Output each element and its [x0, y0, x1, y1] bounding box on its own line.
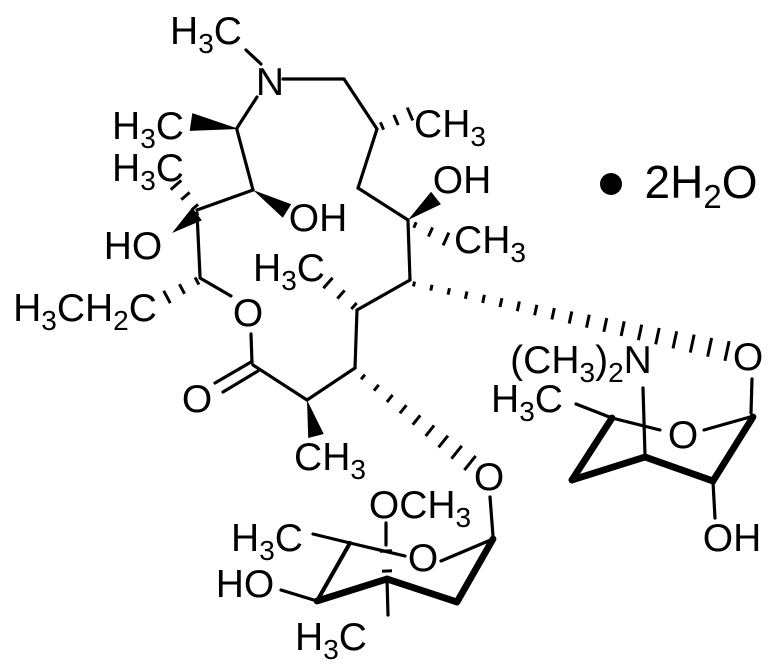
methyl-c6-label: CH3 — [454, 219, 526, 268]
desosamine-methyl-label: H3C — [491, 378, 563, 427]
cladinose-anomeric-oxygen-label: O — [474, 456, 504, 499]
cladinose-sugar-bond-10 — [311, 532, 352, 545]
n-methyl-label: H3C — [170, 10, 242, 59]
desosamine-sugar-bond-9 — [711, 480, 717, 520]
desosamine-sugar-bond-5 — [610, 416, 662, 432]
macrolide-ring-bond-15 — [244, 48, 263, 66]
desosamine-hydroxyl-label: OH — [703, 517, 762, 560]
cladinose-sugar-bond-3 — [313, 575, 391, 605]
hydroxyl-c11-label: OH — [289, 197, 348, 240]
macrolide-ring-bond-17 — [221, 369, 260, 394]
macrolide-ring-bond-2 — [356, 127, 379, 190]
desosamine-sugar-bond-3 — [568, 453, 649, 484]
macrolide-ring-bond-13 — [235, 128, 255, 192]
macrolide-ring-bond-8 — [251, 363, 309, 402]
macrolide-ring-bond-10 — [198, 276, 233, 298]
macrolide-ring-bond-11 — [195, 211, 202, 278]
cladinose-sugar-hashed-bond-1 — [379, 549, 393, 573]
macrolide-ring-hashed-bond-0 — [379, 106, 415, 131]
ester-oxygen-label: O — [233, 292, 263, 335]
desosamine-sugar-bond-4 — [568, 414, 616, 484]
cladinose-sugar-bond-6 — [439, 537, 495, 563]
cladinose-sugar-bond-8 — [385, 577, 390, 617]
macrolide-ring-bond-1 — [342, 77, 379, 131]
desosamine-anomeric-oxygen-label: O — [733, 336, 763, 379]
methyl-c10-label: H3C — [112, 105, 184, 154]
desosamine-ring-oxygen-label: O — [668, 414, 698, 457]
macrolide-ring-bond-16 — [213, 360, 253, 385]
ring-nitrogen-label: N — [256, 61, 284, 104]
desosamine-sugar-bond-8 — [574, 402, 614, 420]
methyl-c2-label: CH3 — [294, 436, 366, 485]
hydrate-notation: 2H2O — [600, 156, 757, 215]
desosamine-sugar-bond-6 — [702, 415, 752, 432]
macrolide-ring-bond-3 — [356, 186, 410, 222]
macrolide-ring-bond-14 — [235, 95, 259, 130]
macrolide-ring-bond-12 — [195, 188, 255, 212]
cladinose-c6-methyl-label: H3C — [231, 517, 303, 566]
macrolide-ring-bond-4 — [406, 219, 412, 282]
macrolide-ring-wedge-bond-4 — [307, 400, 324, 438]
hydroxyl-c12-label: HO — [104, 225, 163, 268]
desosamine-sugar-bond-2 — [641, 453, 717, 485]
cladinose-sugar-bond-0 — [488, 495, 495, 538]
hydrate-label: 2H2O — [645, 156, 758, 215]
methoxy-label: OCH3 — [369, 484, 471, 533]
methyl-c4-label: H3C — [253, 247, 325, 296]
dimethylamino-label: (CH3)2N — [510, 339, 652, 388]
ethyl-label: H3CH2C — [13, 287, 157, 336]
macrolide-ring-hashed-bond-1 — [412, 221, 451, 246]
cladinose-sugar-bond-9 — [279, 588, 319, 603]
cladinose-sugar-bond-1 — [453, 535, 497, 606]
macrolide-ring-hashed-bond-3 — [169, 179, 200, 211]
cladinose-hydroxyl-label: HO — [216, 563, 275, 606]
macrolide-ring-hashed-bond-2 — [322, 276, 358, 310]
methyl-c12-label: H3C — [112, 147, 184, 196]
cladinose-c3-methyl-label: H3C — [295, 616, 367, 665]
hydroxyl-c6-label: OH — [433, 159, 492, 202]
macrolide-ring-bond-5 — [355, 278, 412, 312]
desosamine-sugar-bond-7 — [641, 386, 647, 457]
desosamine-sugar-bond-1 — [709, 413, 757, 485]
macrolide-ring-bond-9 — [249, 332, 254, 365]
macrolide-ring-bond-7 — [305, 366, 357, 402]
carbonyl-oxygen-label: O — [182, 378, 212, 421]
macrolide-ring-wedge-bond-2 — [253, 190, 292, 218]
macrolide-ring-hashed-bond-4 — [162, 276, 201, 304]
macrolide-ring-wedge-bond-1 — [172, 207, 202, 233]
macrolide-ring-bond-6 — [353, 308, 359, 370]
hydrate-bullet — [600, 173, 622, 195]
cladinose-ring-oxygen-label: O — [408, 537, 438, 580]
cladinose-sugar-bond-4 — [315, 541, 352, 603]
macrolide-ring-wedge-bond-3 — [408, 191, 441, 220]
macrolide-ring-wedge-bond-0 — [189, 113, 239, 131]
cladinose-sugar-bond-2 — [383, 575, 461, 606]
methyl-c8-label: CH3 — [414, 103, 486, 152]
cladinose-sugar-hashed-bond-0 — [359, 373, 477, 471]
desosamine-sugar-bond-0 — [749, 377, 754, 415]
cladinose-sugar-bond-5 — [348, 541, 407, 558]
desosamine-sugar-hashed-bond-0 — [412, 281, 731, 362]
